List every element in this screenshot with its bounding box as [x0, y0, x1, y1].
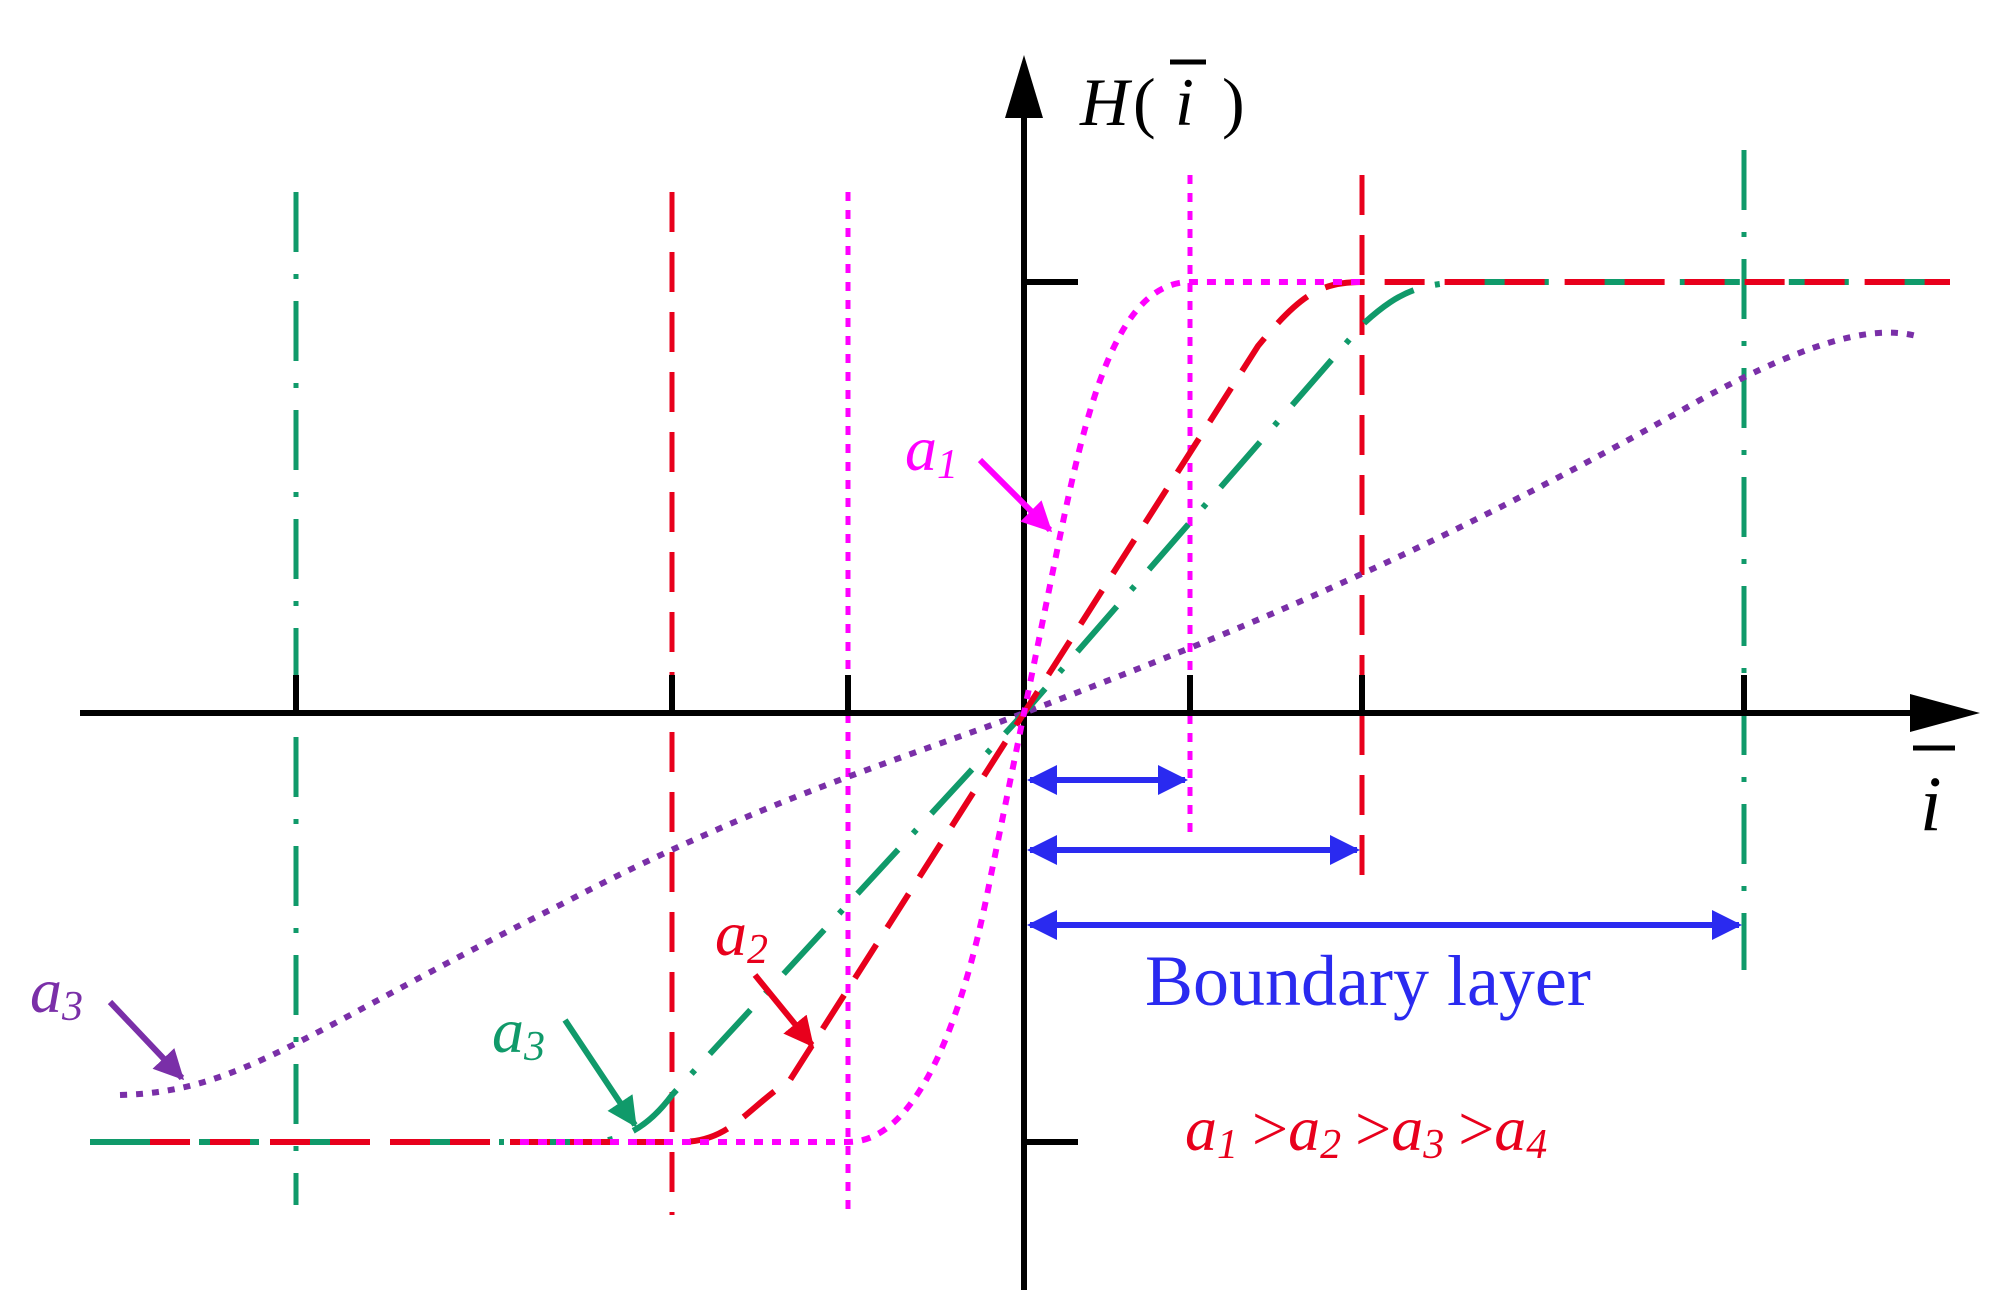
label-a3-purple: a3	[30, 955, 83, 1030]
pointer-a3-green	[562, 1018, 638, 1128]
x-axis-label: i	[1913, 745, 1955, 847]
curve-a1-magenta	[520, 279, 1362, 1145]
axes	[80, 55, 1980, 1290]
x-label-i: i	[1920, 760, 1942, 847]
pointer-a1	[977, 457, 1053, 533]
y-label-i: i	[1175, 64, 1194, 140]
curve-labels: a1 a2 a3 a3	[30, 413, 958, 1070]
pointer-a2	[752, 973, 815, 1048]
label-pointers	[107, 457, 1053, 1128]
y-label-H: H	[1079, 64, 1133, 140]
y-axis-arrowhead	[1005, 55, 1043, 118]
boundary-layer-label: Boundary layer	[1145, 941, 1591, 1021]
x-axis-arrowhead	[1910, 694, 1980, 732]
curves	[90, 279, 1950, 1145]
label-a2: a2	[715, 898, 768, 973]
boundary-arrows	[1027, 765, 1742, 940]
y-label-open-paren: (	[1133, 64, 1156, 140]
curve-a4-purple	[119, 329, 1921, 1098]
pointer-a3-purple	[107, 999, 185, 1081]
label-a3-green: a3	[492, 995, 545, 1070]
y-label-close-paren: )	[1222, 64, 1245, 140]
label-a1: a1	[905, 413, 958, 488]
inequality-label: a1>a2>a3>a4	[1185, 1093, 1547, 1168]
y-axis-label: H ( i )	[1079, 59, 1245, 140]
